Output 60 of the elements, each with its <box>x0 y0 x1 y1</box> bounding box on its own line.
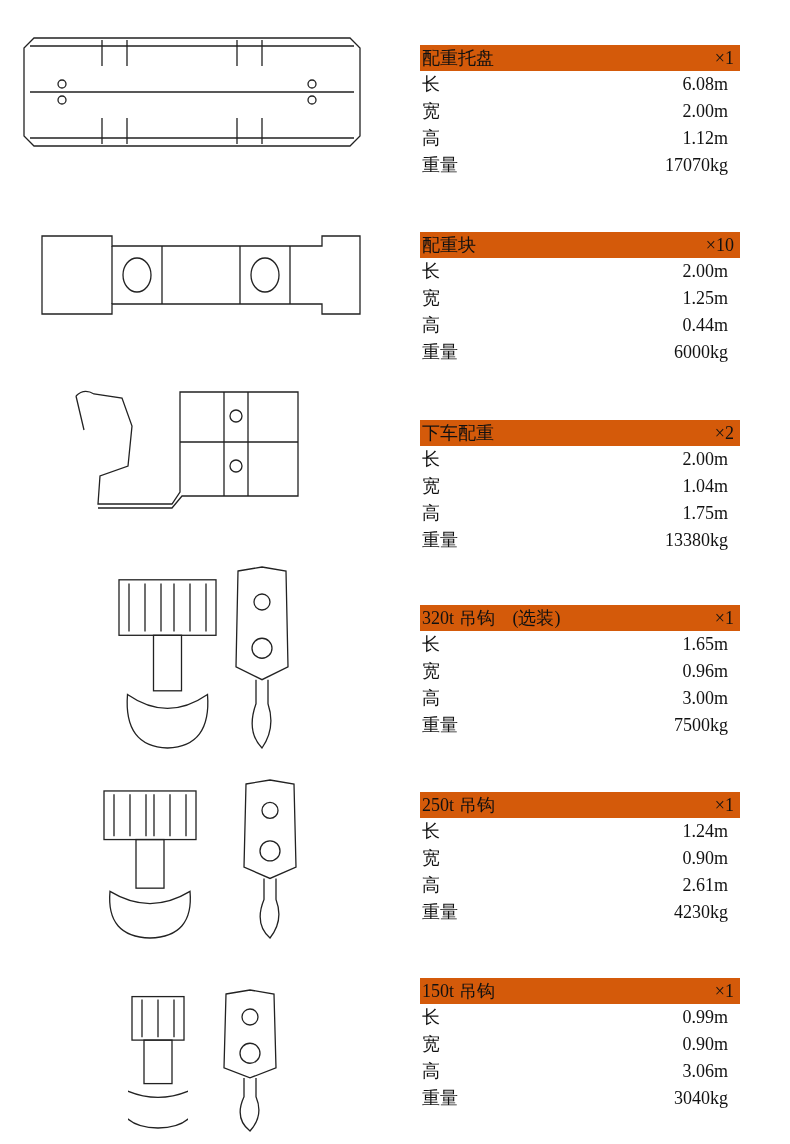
dimension-value: 4230kg <box>674 901 728 923</box>
item-count: ×1 <box>714 47 734 69</box>
dimension-name: 高 <box>422 1060 440 1082</box>
item-count: ×1 <box>714 607 734 629</box>
dimension-name: 宽 <box>422 475 440 497</box>
dimension-name: 长 <box>422 633 440 655</box>
dimension-value: 6.08m <box>682 73 728 95</box>
dimension-value: 7500kg <box>674 714 728 736</box>
dimension-name: 高 <box>422 314 440 336</box>
item-name: 150t 吊钩 <box>422 980 495 1002</box>
dimension-name: 长 <box>422 73 440 95</box>
item-count: ×1 <box>714 980 734 1002</box>
item-name: 配重托盘 <box>422 47 494 69</box>
dimension-name: 重量 <box>422 1087 458 1109</box>
dimension-value: 0.96m <box>682 660 728 682</box>
dimension-name: 重量 <box>422 154 458 176</box>
dimension-name: 长 <box>422 1006 440 1028</box>
item-count: ×1 <box>714 794 734 816</box>
dimension-name: 宽 <box>422 287 440 309</box>
dimension-value: 2.61m <box>682 874 728 896</box>
dimension-value: 3.06m <box>682 1060 728 1082</box>
item-name: 320t 吊钩 (选装) <box>422 607 561 629</box>
dimension-value: 0.90m <box>682 847 728 869</box>
item-name: 下车配重 <box>422 422 494 444</box>
dimension-value: 1.25m <box>682 287 728 309</box>
dimension-name: 宽 <box>422 660 440 682</box>
dimension-value: 1.24m <box>682 820 728 842</box>
dimension-name: 宽 <box>422 847 440 869</box>
dimension-value: 2.00m <box>682 100 728 122</box>
dimension-value: 0.44m <box>682 314 728 336</box>
dimension-value: 2.00m <box>682 448 728 470</box>
dimension-name: 重量 <box>422 901 458 923</box>
dimension-name: 高 <box>422 127 440 149</box>
dimension-value: 1.75m <box>682 502 728 524</box>
dimension-value: 0.99m <box>682 1006 728 1028</box>
dimension-value: 1.04m <box>682 475 728 497</box>
item-name: 配重块 <box>422 234 476 256</box>
dimension-value: 6000kg <box>674 341 728 363</box>
dimension-value: 0.90m <box>682 1033 728 1055</box>
dimension-name: 高 <box>422 502 440 524</box>
dimension-name: 长 <box>422 448 440 470</box>
item-count: ×10 <box>705 234 734 256</box>
dimension-name: 重量 <box>422 529 458 551</box>
dimension-value: 1.12m <box>682 127 728 149</box>
dimension-name: 宽 <box>422 1033 440 1055</box>
dimension-value: 17070kg <box>665 154 728 176</box>
dimension-value: 2.00m <box>682 260 728 282</box>
dimension-name: 重量 <box>422 714 458 736</box>
dimension-name: 重量 <box>422 341 458 363</box>
dimension-name: 宽 <box>422 100 440 122</box>
dimension-name: 高 <box>422 687 440 709</box>
dimension-value: 3.00m <box>682 687 728 709</box>
dimension-name: 长 <box>422 820 440 842</box>
item-count: ×2 <box>714 422 734 444</box>
item-name: 250t 吊钩 <box>422 794 495 816</box>
dimension-value: 13380kg <box>665 529 728 551</box>
dimension-name: 长 <box>422 260 440 282</box>
dimension-value: 1.65m <box>682 633 728 655</box>
dimension-name: 高 <box>422 874 440 896</box>
dimension-value: 3040kg <box>674 1087 728 1109</box>
